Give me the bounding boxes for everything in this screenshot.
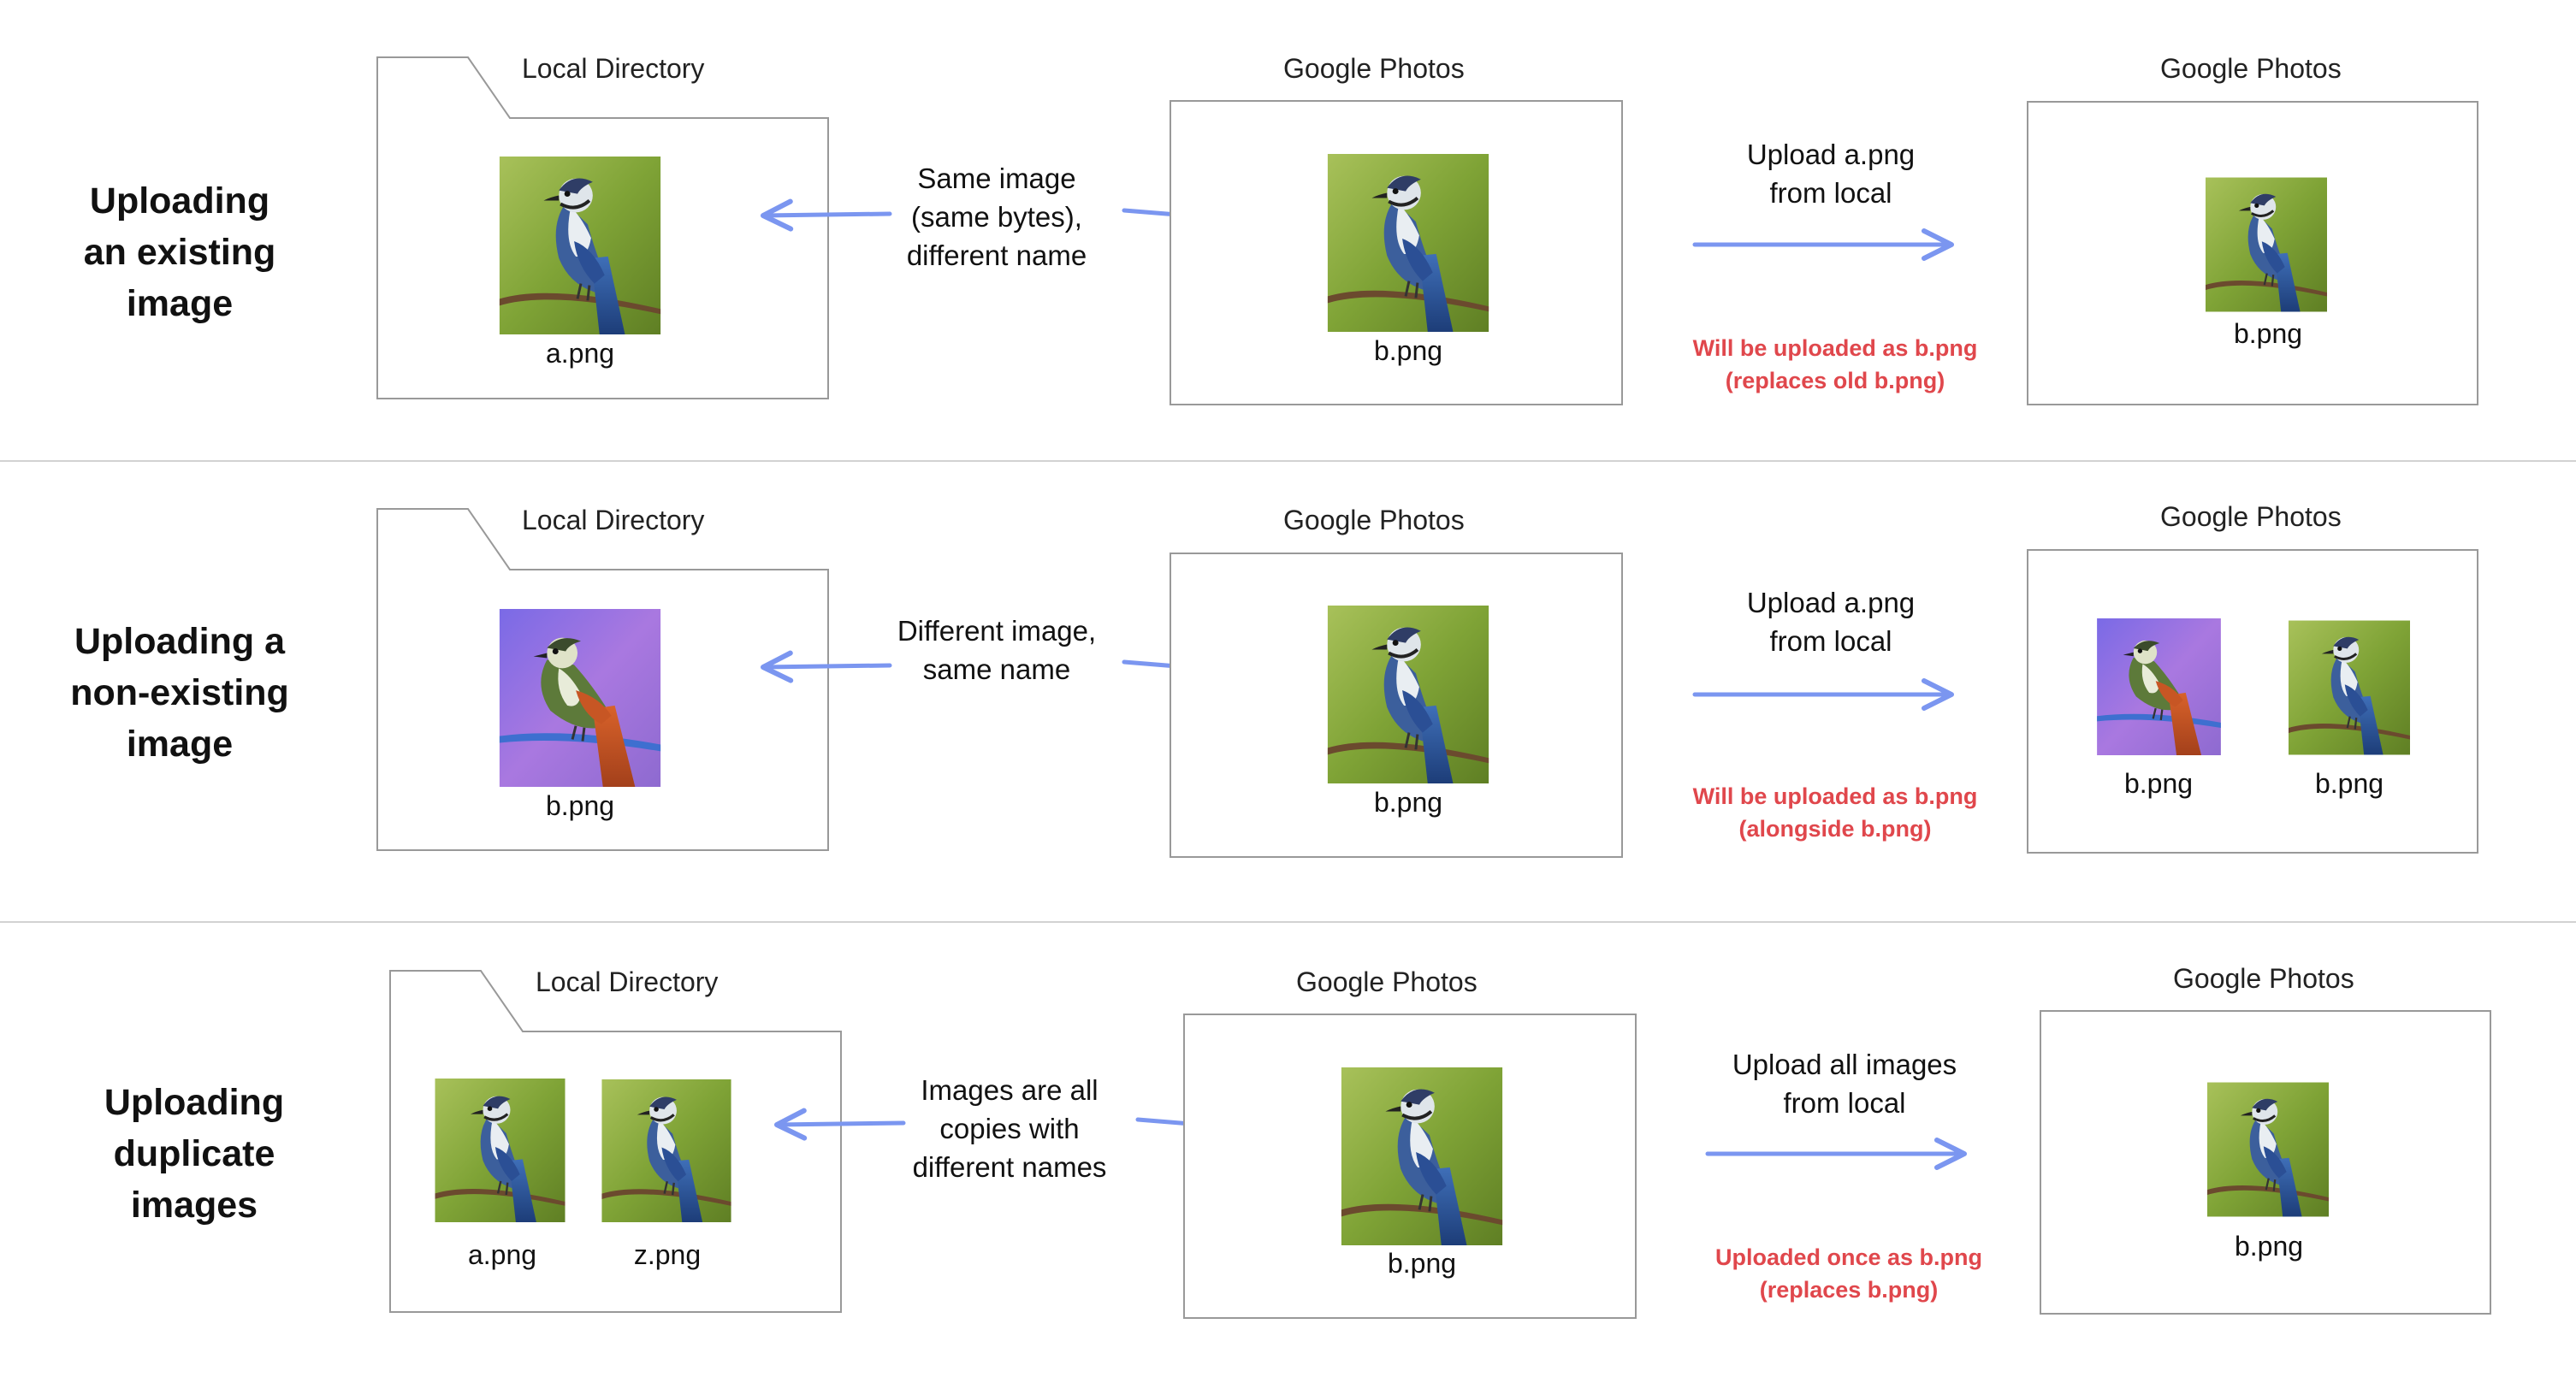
scenario-row-duplicates: Uploading duplicate images Local Directo… [0,923,2576,1383]
bird-image [2206,176,2327,313]
scenario-row-non-existing: Uploading a non-existing image Local Dir… [0,462,2576,922]
bird-image [1341,1067,1503,1245]
bird-image [499,157,661,334]
row-title: Uploading an existing image [83,180,276,324]
google-photos-title: Google Photos [2173,963,2354,994]
file-name: z.png [633,1239,702,1270]
row-separator [0,921,2576,923]
google-photos-title: Google Photos [1283,53,1465,84]
upload-arrow [1692,228,1954,261]
bird-image [2096,618,2222,755]
warning-label: Will be uploaded as b.png (alongside b.p… [1692,783,1978,842]
upload-arrow [1705,1138,1967,1170]
relation-label: Different image, same name [897,615,1097,685]
google-photos-title: Google Photos [1283,505,1465,535]
bird-image [2207,1081,2329,1218]
file-name: a.png [545,338,615,369]
file-name: b.png [2234,1231,2304,1262]
bird-image [1327,606,1489,783]
google-photos-box [2027,549,2478,854]
left-arrow [761,198,892,232]
warning-label: Will be uploaded as b.png (replaces old … [1692,335,1978,393]
local-directory-title: Local Directory [522,505,705,535]
local-directory-title: Local Directory [522,53,705,84]
left-arrow [761,650,892,683]
file-name: b.png [1387,1248,1457,1279]
file-name: b.png [1373,335,1443,366]
row-title: Uploading a non-existing image [70,621,289,765]
row-separator [0,460,2576,462]
bird-image [435,1079,566,1222]
bird-image [601,1079,731,1222]
scenario-row-existing: Uploading an existing image Local Direct… [0,0,2576,460]
google-photos-title: Google Photos [1296,966,1477,997]
action-label: Upload a.png from local [1746,587,1916,657]
local-directory-title: Local Directory [536,966,719,997]
file-name: b.png [2123,768,2194,799]
file-name: b.png [545,790,615,821]
google-photos-title: Google Photos [2160,501,2342,532]
bird-image [499,609,661,787]
file-name: b.png [2233,318,2303,349]
google-photos-title: Google Photos [2160,53,2342,84]
relation-label: Same image (same bytes), different name [906,163,1087,271]
file-name: b.png [1373,787,1443,818]
upload-arrow [1692,678,1954,711]
left-arrow [774,1108,906,1141]
relation-label: Images are all copies with different nam… [912,1074,1107,1183]
warning-label: Uploaded once as b.png (replaces b.png) [1714,1244,1983,1303]
action-label: Upload all images from local [1732,1049,1957,1119]
row-title: Uploading duplicate images [104,1082,285,1226]
file-name: a.png [467,1239,537,1270]
action-label: Upload a.png from local [1746,139,1916,209]
bird-image [2289,619,2410,756]
file-name: b.png [2314,768,2384,799]
bird-image [1327,154,1489,332]
